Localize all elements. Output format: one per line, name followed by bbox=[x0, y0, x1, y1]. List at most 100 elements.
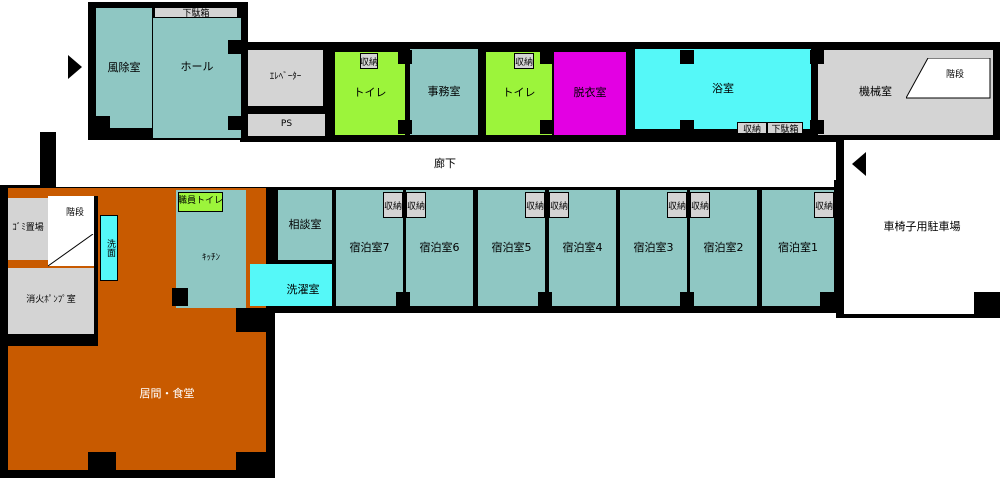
entrance-arrow-icon bbox=[852, 152, 866, 176]
storage-bath: 収納 bbox=[737, 122, 767, 135]
living-dining-label: 居間・食堂 bbox=[139, 386, 195, 400]
stairs-left-overlay-line bbox=[48, 234, 94, 267]
office: 事務室 bbox=[410, 49, 478, 135]
toilet-1-label: トイレ bbox=[353, 86, 387, 100]
stairs-right-label: 階段 bbox=[930, 66, 980, 86]
closet-1: 収納 bbox=[814, 192, 834, 218]
column bbox=[236, 452, 266, 472]
entrance-arrow-icon bbox=[68, 55, 82, 79]
storage-1-label: 収納 bbox=[360, 57, 379, 68]
storage-2: 収納 bbox=[514, 53, 534, 69]
bathroom-label: 浴室 bbox=[712, 81, 734, 95]
column bbox=[398, 50, 412, 64]
storage-1: 収納 bbox=[360, 53, 378, 69]
wall-corridor-left bbox=[40, 132, 56, 192]
washroom-label: 洗面 bbox=[104, 239, 115, 257]
fire-pump-overlay: 消火ﾎﾟﾝﾌﾟ室 bbox=[8, 268, 94, 334]
hall-label: ホール bbox=[180, 59, 214, 73]
staff-toilet-label: 職員トイレ bbox=[178, 196, 224, 207]
garbage-overlay-label: ｺﾞﾐ置場 bbox=[12, 223, 44, 234]
stay-room-5-label: 宿泊室5 bbox=[491, 240, 532, 254]
stairs-left-overlay: 階段 bbox=[48, 196, 94, 266]
shoe-box-bath-label: 下駄箱 bbox=[771, 124, 799, 135]
closet-1-label: 収納 bbox=[815, 201, 834, 212]
shoe-box-top-label: 下駄箱 bbox=[182, 9, 210, 19]
elevator-label: ｴﾚﾍﾞｰﾀｰ bbox=[269, 72, 302, 83]
washroom: 洗面 bbox=[100, 215, 118, 281]
column bbox=[96, 116, 110, 130]
column bbox=[236, 308, 266, 332]
stairs-right bbox=[906, 58, 991, 99]
wall-utility-bottom bbox=[8, 334, 98, 346]
closet-5-label: 収納 bbox=[526, 201, 545, 212]
kitchen-label: ｷｯﾁﾝ bbox=[201, 253, 220, 264]
column bbox=[540, 120, 554, 134]
wheelchair-parking: 車椅子用駐車場 bbox=[844, 140, 1000, 314]
changing-room-label: 脱衣室 bbox=[573, 86, 607, 100]
closet-5: 収納 bbox=[525, 192, 545, 218]
column bbox=[680, 120, 694, 134]
storage-2-label: 収納 bbox=[515, 57, 534, 68]
laundry-label: 洗濯室 bbox=[286, 282, 320, 296]
column bbox=[810, 50, 824, 64]
column bbox=[820, 292, 834, 306]
column bbox=[228, 40, 242, 54]
column bbox=[228, 116, 242, 130]
column bbox=[974, 292, 1000, 314]
column bbox=[88, 452, 116, 472]
changing-room: 脱衣室 bbox=[554, 52, 626, 135]
entrance-arrow-icon-shape bbox=[852, 152, 866, 176]
shoe-box-top: 下駄箱 bbox=[154, 7, 238, 19]
consult-room: 相談室 bbox=[278, 190, 332, 260]
column bbox=[172, 288, 188, 306]
closet-7: 収納 bbox=[383, 192, 403, 218]
column bbox=[538, 292, 552, 306]
closet-6: 収納 bbox=[406, 192, 426, 218]
hall: ホール bbox=[153, 18, 241, 138]
column bbox=[680, 50, 694, 64]
closet-2: 収納 bbox=[690, 192, 710, 218]
entrance-arrow-icon-shape bbox=[68, 55, 82, 79]
ps: PS bbox=[248, 114, 325, 136]
stay-room-2-label: 宿泊室2 bbox=[703, 240, 744, 254]
wall-utility-divider bbox=[94, 196, 98, 336]
closet-3-label: 収納 bbox=[668, 201, 687, 212]
stay-room-7-label: 宿泊室7 bbox=[349, 240, 390, 254]
machine-room-label: 機械室 bbox=[859, 85, 892, 99]
stairs-right-text: 階段 bbox=[945, 70, 964, 81]
cleaning-room-label: 風除室 bbox=[107, 60, 141, 74]
consult-label: 相談室 bbox=[288, 217, 322, 231]
office-label: 事務室 bbox=[427, 84, 461, 98]
toilet-2-label: トイレ bbox=[502, 86, 536, 100]
column bbox=[398, 120, 412, 134]
stay-room-3-label: 宿泊室3 bbox=[633, 240, 674, 254]
column bbox=[810, 120, 824, 134]
stay-room-6-label: 宿泊室6 bbox=[419, 240, 460, 254]
corridor: 廊下 bbox=[56, 142, 834, 187]
cleaning-room: 風除室 bbox=[96, 8, 152, 128]
stay-room-1-label: 宿泊室1 bbox=[778, 240, 818, 254]
garbage-area-overlay: ｺﾞﾐ置場 bbox=[8, 198, 48, 260]
stairs-right-shape bbox=[906, 58, 991, 99]
shoe-box-bath: 下駄箱 bbox=[767, 122, 803, 135]
stairs-left-overlay-label: 階段 bbox=[65, 208, 84, 219]
storage-bath-label: 収納 bbox=[742, 124, 761, 135]
closet-6-label: 収納 bbox=[407, 201, 426, 212]
bathroom: 浴室 bbox=[635, 49, 811, 129]
closet-3: 収納 bbox=[667, 192, 687, 218]
closet-4: 収納 bbox=[549, 192, 569, 218]
staff-toilet: 職員トイレ bbox=[178, 192, 223, 212]
stairs-left-overlay-diagonal bbox=[48, 234, 94, 267]
corridor-label: 廊下 bbox=[434, 157, 456, 171]
wheelchair-parking-label: 車椅子用駐車場 bbox=[883, 219, 961, 233]
fire-pump-overlay-label: 消火ﾎﾟﾝﾌﾟ室 bbox=[26, 295, 76, 306]
closet-2-label: 収納 bbox=[691, 201, 710, 212]
column bbox=[540, 50, 554, 64]
stay-room-4-label: 宿泊室4 bbox=[562, 240, 603, 254]
ps-label: PS bbox=[280, 119, 293, 130]
closet-4-label: 収納 bbox=[550, 201, 569, 212]
column bbox=[680, 292, 694, 306]
closet-7-label: 収納 bbox=[384, 201, 403, 212]
laundry-room: 洗濯室 bbox=[250, 264, 332, 306]
